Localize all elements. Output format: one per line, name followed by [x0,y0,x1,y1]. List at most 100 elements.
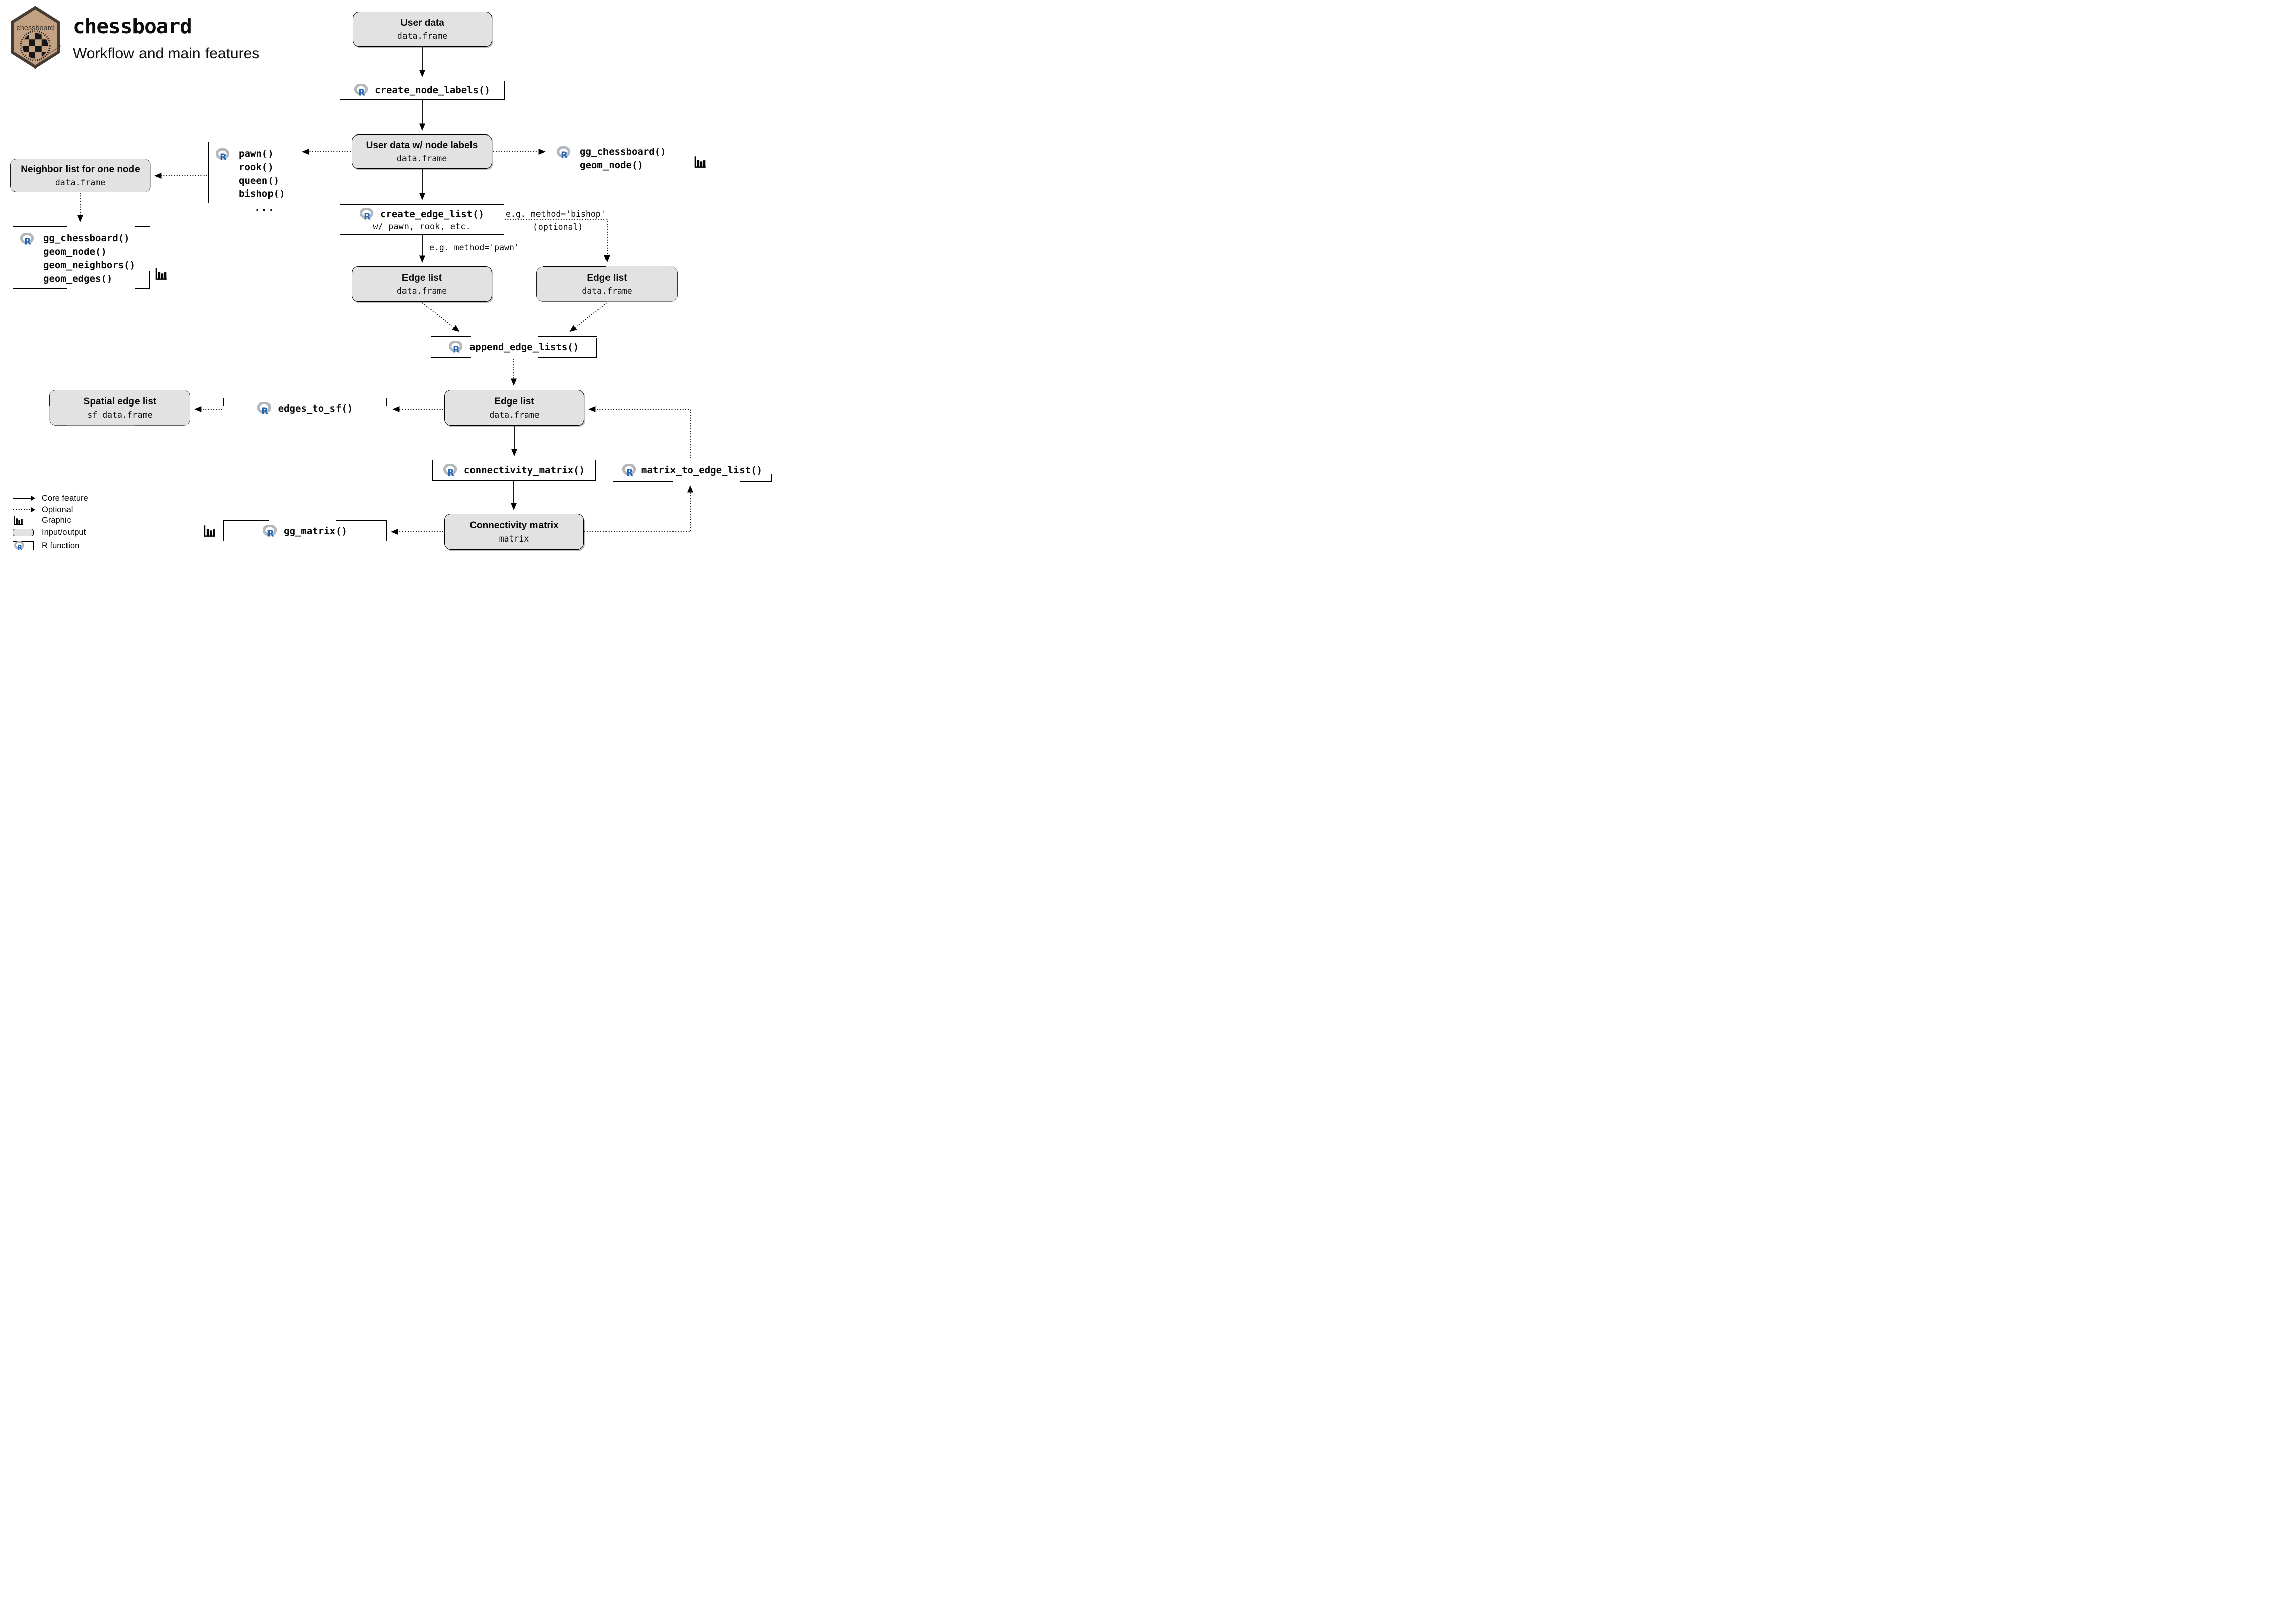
node-title: Edge list [494,396,534,407]
node-title: Connectivity matrix [469,520,559,531]
fn-label: geom_edges() [43,273,113,285]
fn-gg-chessboard-node: R gg_chessboard() geom_node() [549,140,688,177]
fn-connectivity-matrix: R connectivity_matrix() [432,460,596,481]
legend-label: Optional [42,505,73,514]
svg-text:R: R [24,237,31,246]
legend-label: Core feature [42,493,88,503]
fn-label: matrix_to_edge_list() [641,464,763,476]
fn-label: bishop() [239,188,285,200]
legend-label: Input/output [42,527,86,537]
r-logo-icon: R [557,146,571,160]
svg-text:R: R [364,211,371,221]
workflow-diagram: chessboard https://github.com/frbcesab/c… [0,0,779,553]
r-logo-icon: R [448,341,463,354]
node-title: Spatial edge list [83,396,157,407]
graphic-icon [13,515,37,526]
svg-text:R: R [220,152,227,162]
fn-pawn-rook-queen-bishop: R pawn() rook() queen() bishop() ... [208,142,296,213]
r-logo-icon: R [622,463,636,477]
node-title: User data [400,18,444,28]
node-connectivity-matrix: Connectivity matrix matrix [444,514,584,550]
r-logo-icon: R [360,207,374,221]
svg-text:R: R [267,528,274,538]
svg-text:R: R [626,467,633,477]
node-subtitle: data.frame [582,286,632,296]
core-feature-arrow-icon [13,495,37,502]
r-logo-icon: R [354,84,368,97]
node-neighbor-list: Neighbor list for one node data.frame [10,159,151,192]
fn-label: queen() [239,175,280,186]
graphic-icon [694,156,706,168]
node-edge-list-left: Edge list data.frame [352,266,492,302]
fn-append-edge-lists: R append_edge_lists() [431,336,597,358]
node-edge-list-right: Edge list data.frame [536,266,678,302]
fn-label: create_edge_list() [380,208,484,220]
node-spatial-edge-list: Spatial edge list sf data.frame [49,390,190,426]
fn-gg-matrix: R gg_matrix() [223,520,387,542]
fn-label: append_edge_lists() [469,342,579,353]
legend-label: R function [42,540,80,550]
fn-label: create_node_labels() [375,85,490,96]
legend-graphic: Graphic [13,515,71,526]
fn-edges-to-sf: R edges_to_sf() [223,398,387,419]
fn-matrix-to-edge-list: R matrix_to_edge_list() [613,459,772,482]
node-title: Neighbor list for one node [21,164,140,175]
fn-label: gg_chessboard() [43,233,130,244]
fn-label: geom_node() [580,159,643,171]
node-title: Edge list [401,273,442,283]
fn-label: gg_chessboard() [580,146,666,157]
input-output-swatch [13,528,34,536]
node-user-data-node-labels: User data w/ node labels data.frame [352,134,492,169]
fn-label: rook() [239,161,274,173]
r-logo-icon: R [14,540,24,551]
page-title: chessboard [73,14,192,38]
r-logo-icon: R [20,233,34,246]
edge-label-method-pawn: e.g. method='pawn' [429,243,519,252]
graphic-icon [204,525,215,537]
fn-gg-chessboard-full: R gg_chessboard() geom_node() geom_neigh… [13,226,150,289]
r-logo-icon: R [263,524,277,538]
legend-input-output: Input/output [13,527,86,538]
optional-arrow-icon [13,506,37,513]
fn-label: pawn() [239,148,274,159]
legend-label: Graphic [42,515,71,525]
fn-sublabel: w/ pawn, rook, etc. [373,221,471,232]
svg-text:R: R [261,406,268,416]
r-logo-icon: R [443,463,457,477]
svg-text:R: R [447,467,454,477]
r-logo-icon: R [257,402,271,416]
legend-optional: Optional [13,504,73,515]
node-edge-list-main: Edge list data.frame [444,390,584,426]
node-user-data: User data data.frame [353,12,492,47]
chessboard-pattern [22,33,48,59]
node-subtitle: sf data.frame [87,410,153,420]
fn-label: connectivity_matrix() [463,464,585,476]
fn-label-ellipsis: ... [254,202,275,213]
node-subtitle: data.frame [397,31,448,41]
legend-core-feature: Core feature [13,493,88,504]
fn-create-edge-list: R create_edge_list() w/ pawn, rook, etc. [340,204,504,235]
node-title: User data w/ node labels [366,140,478,151]
connector-arrows [77,47,693,535]
edge-label-method-bishop: e.g. method='bishop' [506,209,606,219]
svg-text:R: R [453,345,460,354]
r-logo-icon: R [216,148,230,162]
graphic-icon [155,268,167,280]
fn-label: geom_node() [43,246,107,257]
node-subtitle: data.frame [396,286,447,296]
node-subtitle: matrix [499,533,529,544]
svg-text:R: R [17,544,22,551]
fn-label: edges_to_sf() [278,403,353,414]
fn-label: gg_matrix() [284,525,347,537]
edge-label-optional: (optional) [533,222,583,232]
node-subtitle: data.frame [396,154,447,163]
fn-label: geom_neighbors() [43,259,136,271]
node-title: Edge list [587,273,627,283]
chessboard-hex-logo: chessboard https://github.com/frbcesab/c… [11,6,61,69]
node-subtitle: data.frame [55,177,106,187]
svg-text:chessboard: chessboard [17,24,54,32]
page-subtitle: Workflow and main features [73,45,260,62]
node-subtitle: data.frame [489,410,540,420]
svg-text:R: R [561,150,568,160]
svg-text:R: R [358,88,365,97]
